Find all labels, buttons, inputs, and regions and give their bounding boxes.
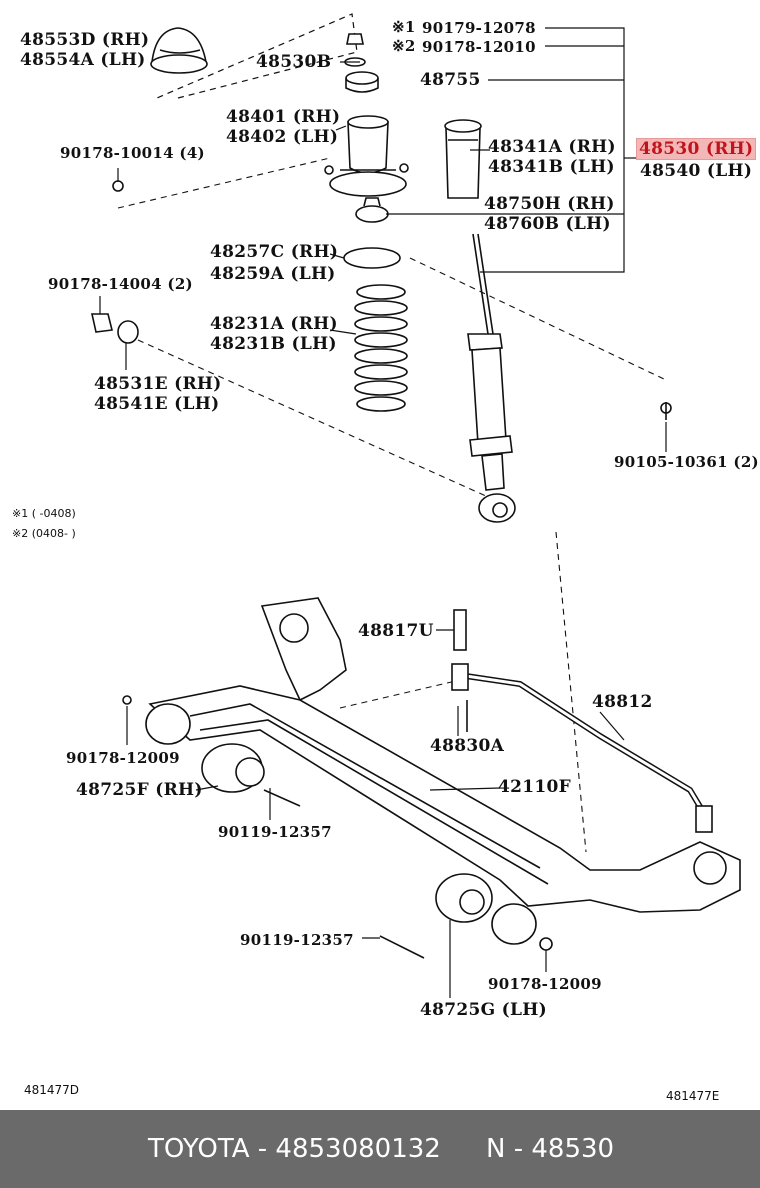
label-48750h: 48750H (RH): [484, 194, 615, 214]
coil-spring-part: [354, 284, 408, 412]
label-48541e: 48541E (LH): [94, 394, 220, 414]
label-90105-10361: 90105-10361 (2): [614, 453, 759, 471]
footer-part-number: TOYOTA - 4853080132: [148, 1134, 441, 1164]
label-48817u: 48817U: [358, 621, 434, 641]
label-48553d: 48553D (RH): [20, 30, 150, 50]
spring-seat-part: [343, 247, 401, 269]
label-48830a: 48830A: [430, 736, 505, 756]
diagram-code-right: 481477E: [666, 1089, 720, 1103]
label-48725g: 48725G (LH): [420, 1000, 547, 1020]
label-90178-14004: 90178-14004 (2): [48, 275, 193, 293]
shock-absorber-part: [467, 233, 672, 523]
top-nut-part: [344, 33, 366, 67]
label-48530-highlighted[interactable]: 48530 (RH): [636, 138, 757, 160]
footer-bar: TOYOTA - 4853080132 N - 48530: [0, 1110, 760, 1188]
label-90119-12357-right: 90119-12357: [240, 931, 354, 949]
nut-90178-14004-part: [91, 180, 139, 344]
label-48341b: 48341B (LH): [488, 157, 615, 177]
label-48401: 48401 (RH): [226, 107, 341, 127]
label-48760b: 48760B (LH): [484, 214, 611, 234]
label-90178-12009-left: 90178-12009: [66, 749, 180, 767]
label-48531e: 48531E (RH): [94, 374, 222, 394]
label-48231b: 48231B (LH): [210, 334, 337, 354]
label-90119-12357-left: 90119-12357: [218, 823, 332, 841]
strut-mount-part: [324, 115, 409, 197]
label-90179-12078: 90179-12078: [422, 19, 536, 37]
label-48231a: 48231A (RH): [210, 314, 338, 334]
footnote-2: ※2 (0408- ): [12, 527, 76, 540]
note-marker-2: ※2: [392, 37, 416, 55]
spring-insulator-part: [355, 197, 389, 223]
label-48402: 48402 (LH): [226, 127, 339, 147]
label-48755: 48755: [420, 70, 481, 90]
dust-boot-part: [444, 119, 482, 199]
label-90178-12010: 90178-12010: [422, 38, 536, 56]
washer-48755-part: [345, 71, 379, 93]
stabilizer-bar-part: [451, 609, 713, 833]
label-48725f: 48725F (RH): [76, 780, 203, 800]
label-48259a: 48259A (LH): [210, 264, 336, 284]
label-48540: 48540 (LH): [640, 161, 753, 181]
label-48554a: 48554A (LH): [20, 50, 146, 70]
callout-bracket: [99, 27, 667, 452]
label-48812: 48812: [592, 692, 653, 712]
label-42110f: 42110F: [498, 777, 572, 797]
footnote-1: ※1 ( -0408): [12, 507, 76, 520]
label-48341a: 48341A (RH): [488, 137, 616, 157]
label-48530b: 48530B: [256, 52, 332, 72]
diagram-code-left: 481477D: [24, 1083, 80, 1097]
bushing-48725g-part: [379, 873, 553, 959]
label-90178-12009-right: 90178-12009: [488, 975, 602, 993]
note-marker-1: ※1: [392, 18, 416, 36]
bushing-48725f-part: [122, 695, 301, 807]
leader-lines: [126, 629, 625, 998]
label-90178-10014: 90178-10014 (4): [60, 144, 205, 162]
bump-cap-part: [150, 27, 208, 74]
rear-axle-beam-part: [145, 597, 741, 945]
exploded-parts-diagram: [91, 13, 741, 998]
label-48257c: 48257C (RH): [210, 242, 339, 262]
footer-reference: N - 48530: [486, 1134, 615, 1164]
